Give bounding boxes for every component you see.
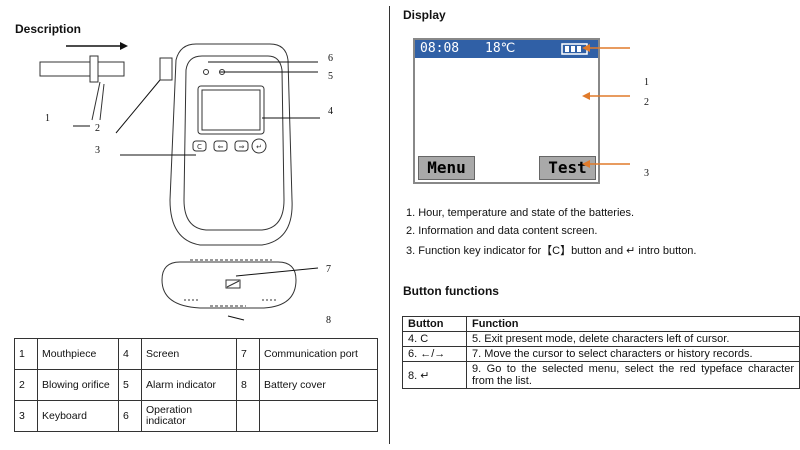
key-left-glyph: ⇐ xyxy=(218,143,224,151)
part-number: 2 xyxy=(14,369,38,401)
button-functions-table: Button Function 4. C 5. Exit present mod… xyxy=(402,316,800,389)
table-row: 2 Blowing orifice 5 Alarm indicator 8 Ba… xyxy=(14,369,378,401)
screen-status-bar: 08:08 18℃ xyxy=(415,40,598,58)
display-notes: 1. Hour, temperature and state of the ba… xyxy=(406,207,696,260)
column-header-button: Button xyxy=(402,316,467,332)
screen-menu-softkey: Menu xyxy=(418,156,475,180)
part-label: Screen xyxy=(141,338,237,370)
part-number: 3 xyxy=(14,400,38,432)
part-number: 1 xyxy=(14,338,38,370)
keyboard-buttons xyxy=(192,138,267,154)
description-heading: Description xyxy=(15,22,82,36)
display-callout-2: 2 xyxy=(644,97,649,108)
column-header-function: Function xyxy=(466,316,800,332)
list-item: 2. Information and data content screen. xyxy=(406,224,598,237)
part-number: 4 xyxy=(118,338,142,370)
callout-6: 6 xyxy=(328,53,333,64)
part-label: Communication port xyxy=(259,338,378,370)
screen-test-softkey: Test xyxy=(539,156,596,180)
key-right-glyph: ⇒ xyxy=(239,143,245,151)
part-number: 8 xyxy=(236,369,260,401)
function-cell: 9. Go to the selected menu, select the r… xyxy=(466,361,800,389)
part-label xyxy=(259,400,378,432)
part-label: Keyboard xyxy=(37,400,119,432)
function-cell: 5. Exit present mode, delete characters … xyxy=(466,331,800,347)
part-number: 7 xyxy=(236,338,260,370)
insert-arrow-head xyxy=(120,42,128,50)
list-item: 3. Function key indicator for【C】button a… xyxy=(406,245,697,257)
parts-table: 1 Mouthpiece 4 Screen 7 Communication po… xyxy=(14,338,378,432)
callout-8: 8 xyxy=(326,315,331,326)
display-callout-1: 1 xyxy=(644,77,649,88)
column-divider xyxy=(389,6,390,444)
display-callout-arrows: 1 2 3 xyxy=(582,44,649,179)
leader-lines xyxy=(73,61,320,321)
table-row: 4. C 5. Exit present mode, delete charac… xyxy=(402,331,800,347)
part-number: 5 xyxy=(118,369,142,401)
screen-temperature: 18℃ xyxy=(485,41,516,56)
device-diagram: C ⇐ ⇒ ↵ 1 2 3 4 5 6 7 8 xyxy=(39,42,333,326)
display-heading: Display xyxy=(403,8,446,22)
key-enter-glyph: ↵ xyxy=(256,143,262,151)
part-label: Battery cover xyxy=(259,369,378,401)
part-label: Operation indicator xyxy=(141,400,237,432)
key-c-glyph: C xyxy=(197,143,202,151)
list-item: 1. Hour, temperature and state of the ba… xyxy=(406,207,635,219)
part-number xyxy=(236,400,260,432)
table-row: 6. ←/→ 7. Move the cursor to select char… xyxy=(402,346,800,362)
table-header-row: Button Function xyxy=(402,316,800,332)
callout-1: 1 xyxy=(45,113,50,124)
table-row: 3 Keyboard 6 Operation indicator xyxy=(14,400,378,432)
callout-2: 2 xyxy=(95,123,100,134)
button-cell: 4. C xyxy=(402,331,467,347)
table-row: 1 Mouthpiece 4 Screen 7 Communication po… xyxy=(14,338,378,370)
callout-5: 5 xyxy=(328,71,333,82)
table-row: 8. ↵ 9. Go to the selected menu, select … xyxy=(402,361,800,389)
part-number: 6 xyxy=(118,400,142,432)
part-label: Mouthpiece xyxy=(37,338,119,370)
device-screen: 08:08 18℃ Menu Test xyxy=(413,38,600,184)
callout-4: 4 xyxy=(328,106,333,117)
function-cell: 7. Move the cursor to select characters … xyxy=(466,346,800,362)
screen-time: 08:08 xyxy=(420,41,460,56)
part-label: Blowing orifice xyxy=(37,369,119,401)
device-bottom-drawing xyxy=(161,259,297,309)
part-label: Alarm indicator xyxy=(141,369,237,401)
display-callout-3: 3 xyxy=(644,168,649,179)
button-functions-heading: Button functions xyxy=(403,284,499,298)
button-cell: 8. ↵ xyxy=(402,361,467,389)
callout-7: 7 xyxy=(326,264,331,275)
callout-3: 3 xyxy=(95,145,100,156)
mouthpiece-drawing xyxy=(39,55,125,121)
device-body-drawing xyxy=(159,43,293,246)
button-cell: 6. ←/→ xyxy=(402,346,467,362)
